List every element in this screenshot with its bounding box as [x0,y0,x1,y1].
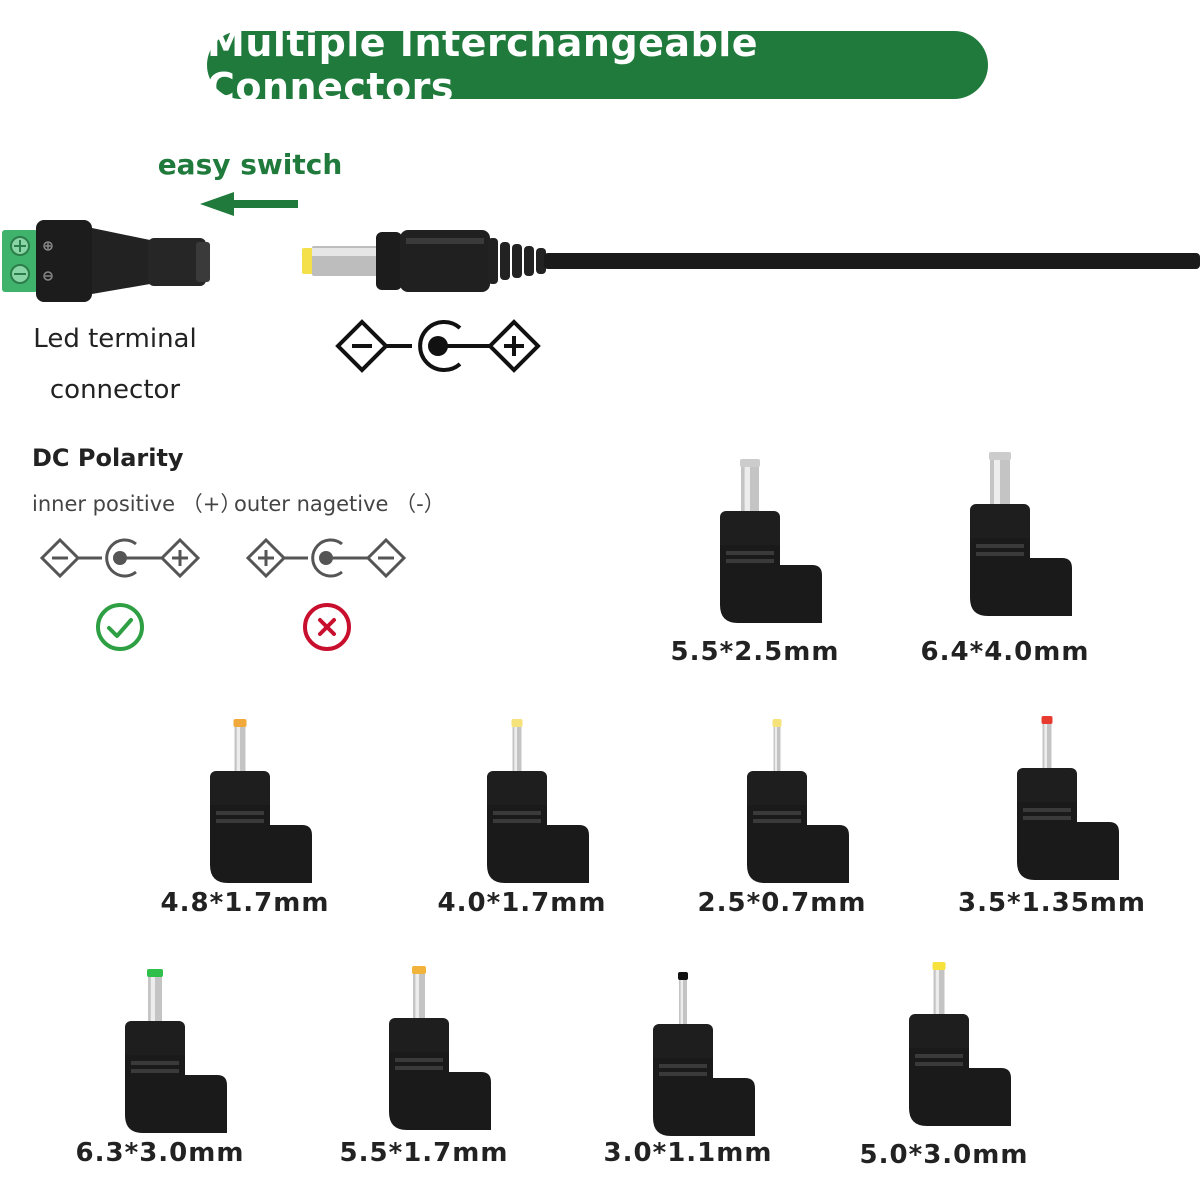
connector-ridge [726,551,774,555]
connector-ridge [976,544,1024,548]
connector-pin-highlight [415,972,419,1020]
arrow-left-icon [200,192,298,216]
connector-pin-highlight [744,465,750,513]
connector-body [970,538,1072,616]
connector-ridge [493,811,541,815]
connector-pin-highlight [935,968,939,1016]
connector-body [1017,802,1119,880]
connector-size-label: 5.0*3.0mm [859,1140,1029,1170]
connector-size-label: 5.5*1.7mm [339,1138,509,1168]
connector-collar [1017,768,1077,812]
connector-ridge [976,552,1024,556]
connector-ridge [395,1066,443,1070]
connector-collar [125,1021,185,1065]
connector-ridge [753,819,801,823]
connector-collar [210,771,270,815]
connector-pin-highlight [514,725,517,773]
page-title: Multiple Interchangeable Connectors [207,21,988,109]
connector-tip-graphic [1017,716,1119,880]
dc-polarity-title: DC Polarity [32,444,184,472]
polarity-wrong-symbol [245,537,407,579]
connector-collar [970,504,1030,548]
connector-collar [389,1018,449,1062]
connector-size-label: 6.3*3.0mm [75,1138,245,1168]
connector-tip-cap [412,966,426,974]
connector-size-label: 4.0*1.7mm [437,888,607,918]
connector-size-label: 3.0*1.1mm [603,1138,773,1168]
connector-size-label: 2.5*0.7mm [697,888,867,918]
led-terminal-label: Led terminal connector [33,324,197,405]
connector-ridge [131,1069,179,1073]
connector-body [487,805,589,883]
connector-pin-highlight [994,458,1000,506]
connector-tip-cap [932,962,946,970]
connector-tip-cap [1041,716,1053,724]
connector-tip-graphic [747,719,849,883]
connector-tip-graphic [720,459,822,623]
connector-pin-highlight [236,725,240,773]
connector-ridge [915,1054,963,1058]
connector-tip-cap [233,719,247,727]
connector-pin-highlight [1044,722,1047,770]
cross-icon [303,603,351,651]
connector-size-label: 5.5*2.5mm [670,637,840,667]
dc-plug-cable [302,230,1200,292]
connector-collar [487,771,547,815]
connector-size-label: 6.4*4.0mm [920,637,1090,667]
led-terminal-connector [2,220,210,302]
connector-collar [747,771,807,815]
connector-ridge [915,1062,963,1066]
polarity-symbol [335,319,541,373]
connector-tip-graphic [210,719,312,883]
connector-body [720,545,822,623]
connector-body [909,1048,1011,1126]
connector-tip-cap [678,972,688,980]
inner-positive-label: inner positive （+） [32,492,242,516]
connector-tip-cap [989,452,1011,460]
connector-tip-graphic [653,972,755,1136]
connector-ridge [216,819,264,823]
connector-collar [909,1014,969,1058]
connector-ridge [753,811,801,815]
connector-ridge [131,1061,179,1065]
connector-body [210,805,312,883]
connector-ridge [659,1064,707,1068]
connector-ridge [216,811,264,815]
connector-body [747,805,849,883]
connector-ridge [493,819,541,823]
connector-tip-cap [511,719,523,727]
connector-collar [653,1024,713,1068]
polarity-correct-symbol [39,537,201,579]
connector-tip-graphic [909,962,1011,1126]
connector-tip-graphic [487,719,589,883]
connector-pin-highlight [150,975,155,1023]
outer-negative-label: outer nagetive （-） [234,492,445,516]
connector-ridge [1023,816,1071,820]
connector-tip-graphic [389,966,491,1130]
connector-ridge [395,1058,443,1062]
connector-pin-highlight [774,725,777,773]
connector-ridge [659,1072,707,1076]
connector-tip-graphic [125,969,227,1133]
connector-body [389,1052,491,1130]
connector-tip-cap [772,719,782,727]
connector-tip-cap [147,969,163,977]
connector-ridge [1023,808,1071,812]
connector-body [125,1055,227,1133]
connector-collar [720,511,780,555]
connector-body [653,1058,755,1136]
connector-tip-graphic [970,452,1072,616]
easy-switch-label: easy switch [157,148,343,181]
check-icon [96,603,144,651]
connector-pin-highlight [680,978,683,1026]
connector-ridge [726,559,774,563]
connector-size-label: 3.5*1.35mm [958,888,1146,918]
connector-tip-cap [740,459,760,467]
connector-size-label: 4.8*1.7mm [160,888,330,918]
